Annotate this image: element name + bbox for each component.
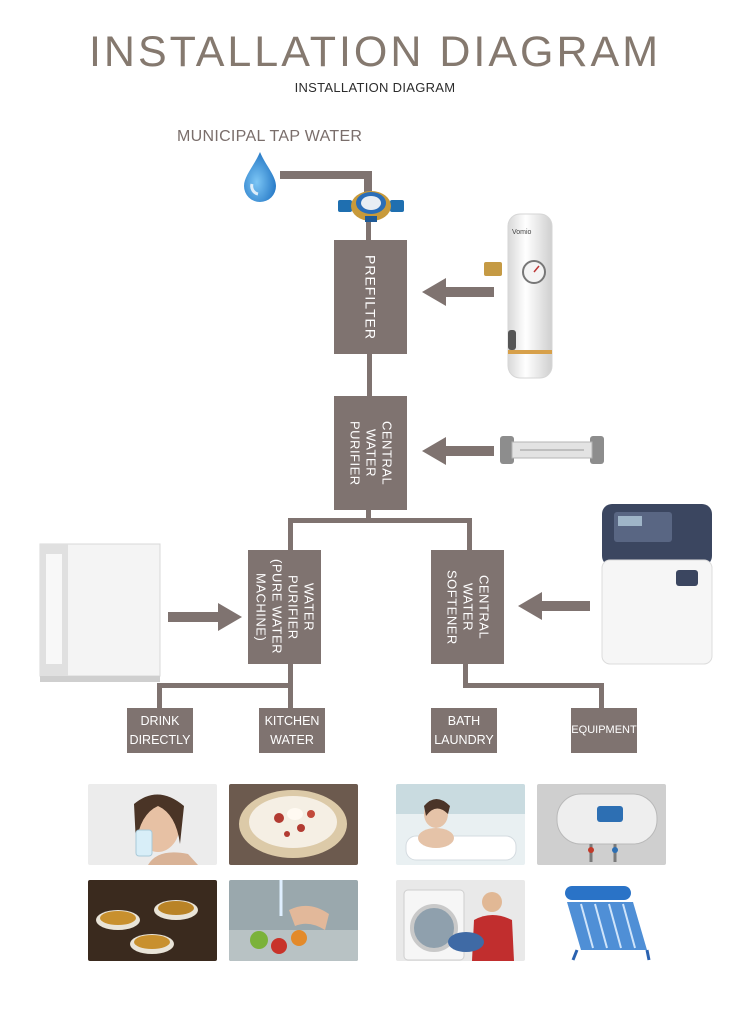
photo-tea-cups — [88, 880, 217, 961]
pipe-drink-down — [157, 683, 162, 709]
central-purifier-product-image — [500, 436, 604, 464]
softener-product-image — [601, 504, 713, 665]
pipe-split-h — [288, 518, 472, 523]
page-title: INSTALLATION DIAGRAM — [88, 28, 662, 76]
page-subtitle: INSTALLATION DIAGRAM — [294, 80, 456, 95]
photo-drinking-water — [88, 784, 217, 865]
arrow-left-icon — [422, 278, 494, 306]
central-purifier-label: CENTRAL WATER PURIFIER — [347, 420, 395, 486]
pipe-split-left — [288, 518, 293, 552]
water-meter-icon — [338, 191, 404, 222]
pipe-purifier-down — [288, 663, 293, 687]
photo-water-heater — [537, 784, 666, 865]
pipe-softener-h — [463, 683, 604, 688]
central-softener-box: CENTRAL WATER SOFTENER — [431, 550, 504, 664]
prefilter-box: PREFILTER — [334, 240, 407, 354]
pipe-meter-prefilter — [366, 220, 371, 242]
pipe-kitchen-down — [288, 683, 293, 709]
ro-machine-product-image — [39, 543, 161, 682]
prefilter-product-image: Vomio — [484, 213, 553, 379]
arrow-left-icon — [422, 437, 494, 465]
drink-directly-box: DRINK DIRECTLY — [127, 708, 193, 753]
water-drop-icon — [244, 152, 276, 202]
arrow-right-icon — [168, 603, 242, 631]
pipe-source-h — [280, 171, 372, 179]
photo-solar-heater — [537, 880, 666, 961]
bath-laundry-box: BATH LAUNDRY — [431, 708, 497, 753]
photo-bathing — [396, 784, 525, 865]
pipe-softener-down — [463, 663, 468, 687]
central-purifier-box: CENTRAL WATER PURIFIER — [334, 396, 407, 510]
prefilter-label: PREFILTER — [362, 254, 379, 340]
equipment-box: EQUIPMENT — [571, 708, 637, 753]
photo-dessert-bowl — [229, 784, 358, 865]
pipe-central-split — [366, 508, 371, 521]
water-purifier-label: WATER PURIFIER (PURE WATER MACHINE) — [253, 559, 317, 655]
arrow-left-icon — [518, 592, 590, 620]
prefilter-brand: Vomio — [512, 229, 532, 236]
pipe-source-v — [364, 171, 372, 195]
photo-laundry — [396, 880, 525, 961]
pipe-equipment-down — [599, 683, 604, 709]
source-label: MUNICIPAL TAP WATER — [177, 128, 363, 145]
photo-washing-fruit — [229, 880, 358, 961]
water-purifier-box: WATER PURIFIER (PURE WATER MACHINE) — [248, 550, 321, 664]
kitchen-water-box: KITCHEN WATER — [259, 708, 325, 753]
central-softener-label: CENTRAL WATER SOFTENER — [444, 569, 492, 645]
pipe-prefilter-central — [367, 353, 372, 397]
pipe-purifier-h — [157, 683, 293, 688]
pipe-split-right — [467, 518, 472, 552]
